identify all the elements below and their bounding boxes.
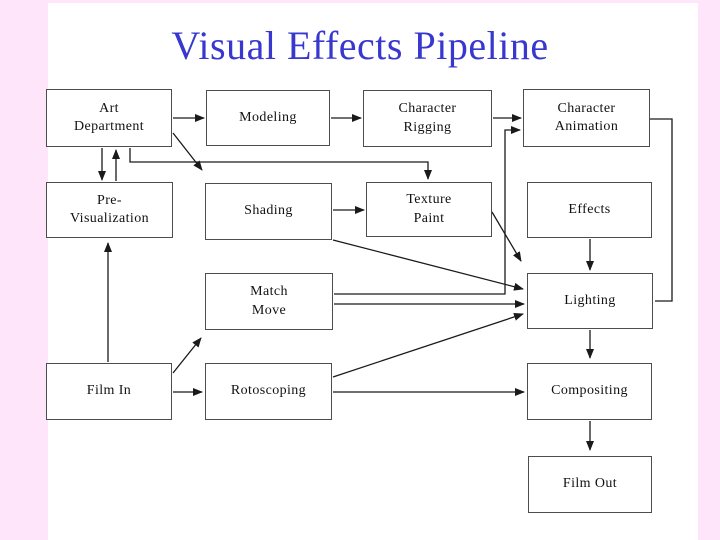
node-shading: Shading xyxy=(205,183,332,240)
node-pre-visualization: Pre- Visualization xyxy=(46,182,173,238)
node-film-out: Film Out xyxy=(528,456,652,513)
node-character-animation: Character Animation xyxy=(523,89,650,147)
node-label: Shading xyxy=(244,203,293,219)
node-label: Effects xyxy=(568,201,611,217)
node-rotoscoping: Rotoscoping xyxy=(205,363,332,420)
node-label: Compositing xyxy=(551,383,628,399)
node-label: Match Move xyxy=(250,284,288,318)
node-art-department: Art Department xyxy=(46,89,172,147)
node-effects: Effects xyxy=(527,182,652,238)
node-film-in: Film In xyxy=(46,363,172,420)
node-label: Character Rigging xyxy=(398,101,457,135)
node-texture-paint: Texture Paint xyxy=(366,182,492,237)
node-modeling: Modeling xyxy=(206,90,330,146)
node-label: Texture Paint xyxy=(406,192,452,226)
page-title: Visual Effects Pipeline xyxy=(171,23,549,68)
node-label: Character Animation xyxy=(554,100,619,134)
node-label: Art Department xyxy=(73,100,145,134)
node-match-move: Match Move xyxy=(205,273,333,330)
node-label: Modeling xyxy=(239,109,297,125)
node-label: Film In xyxy=(86,383,132,399)
node-label: Pre- Visualization xyxy=(69,192,149,226)
node-lighting: Lighting xyxy=(527,273,653,329)
node-character-rigging: Character Rigging xyxy=(363,90,492,147)
node-label: Lighting xyxy=(564,292,616,308)
node-label: Rotoscoping xyxy=(230,383,307,399)
node-label: Film Out xyxy=(562,476,618,492)
node-compositing: Compositing xyxy=(527,363,652,420)
